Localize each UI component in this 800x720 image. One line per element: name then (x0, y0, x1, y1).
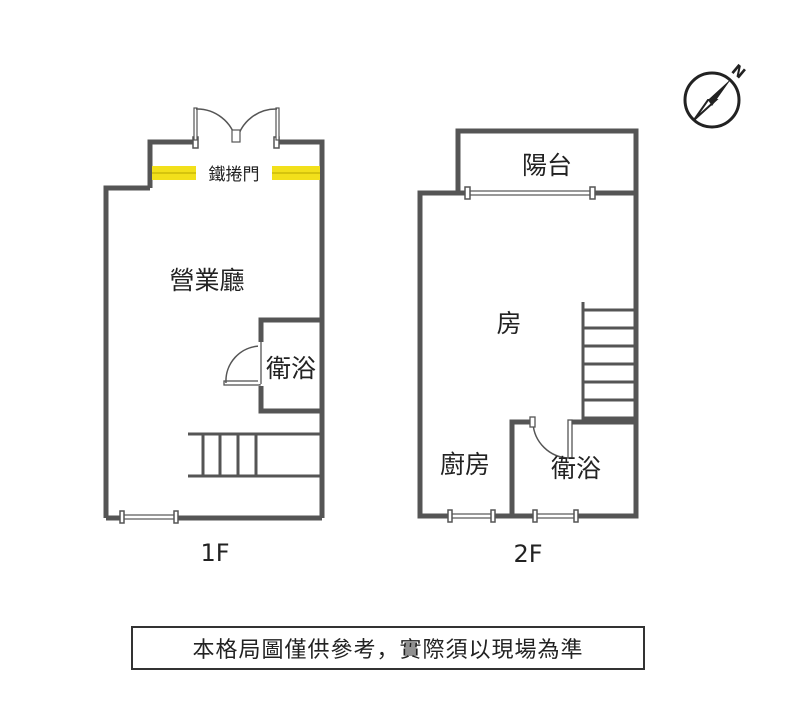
balcony-sliding-door (464, 186, 596, 200)
floor1-staircase (188, 432, 322, 478)
kitchen-label: 廚房 (440, 450, 490, 479)
floor2-wall-left (417, 190, 467, 519)
floor2-label: 2F (513, 540, 542, 568)
compass-ring (683, 71, 741, 129)
floor2-staircase (581, 302, 636, 422)
floor2-window-bottom-left (447, 509, 496, 523)
floor2-bathroom-door (529, 416, 573, 459)
floor1-rolling-shutter: 鐵捲門 (152, 161, 320, 185)
floor-2-plan: 陽台 房 (417, 128, 639, 568)
floor1-bathroom-label: 衛浴 (266, 354, 316, 383)
floor1-bathroom-door (223, 342, 264, 386)
floor1-lobby-label: 營業廳 (169, 266, 244, 295)
floor1-wall-top-left (147, 139, 195, 188)
floor1-wall-right (277, 139, 325, 518)
floor2-wall-right (576, 193, 639, 519)
balcony-walls (455, 128, 639, 193)
floor1-label: 1F (200, 539, 229, 567)
floor2-bathroom-walls (509, 419, 530, 516)
floor2-window-bottom-right (532, 509, 579, 523)
balcony-label: 陽台 (522, 151, 572, 180)
disclaimer-box: 本格局圖僅供參考，實際須以現場為準 (131, 626, 645, 670)
shutter-door-label: 鐵捲門 (209, 165, 260, 185)
floor1-entrance-double-door (192, 107, 280, 149)
bedroom-label: 房 (496, 309, 521, 338)
floor1-wall-left (103, 185, 150, 518)
floor-1-plan: 鐵捲門 營業廳 衛浴 1F (103, 107, 325, 567)
floor1-window-bottom (119, 510, 179, 524)
floor2-bathroom-label: 衛浴 (551, 454, 601, 483)
compass-icon: N (683, 61, 749, 129)
